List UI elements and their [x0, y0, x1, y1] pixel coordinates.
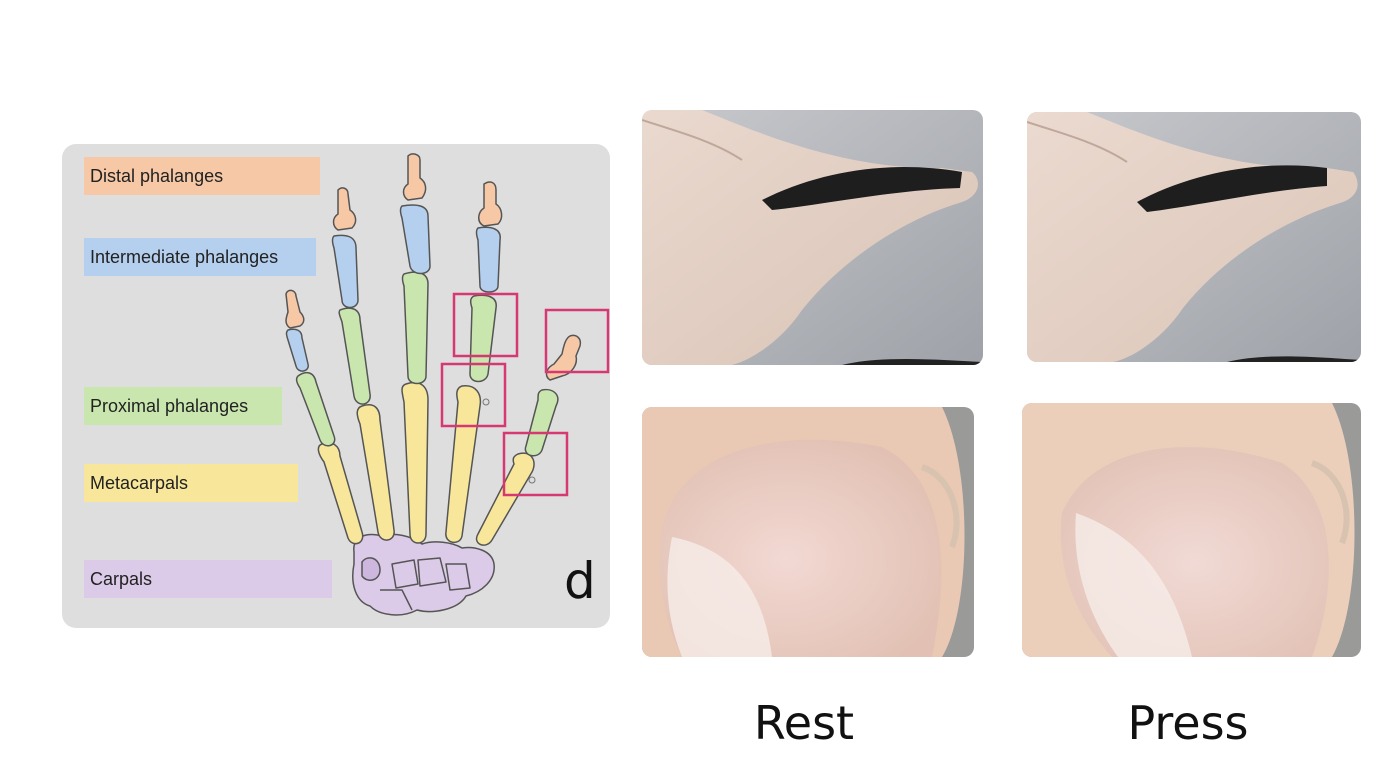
intermediate-phalanges [285, 204, 501, 372]
legend-carpals: Carpals [84, 560, 332, 598]
photo-rest-fingernail [642, 407, 974, 657]
highlight-box-index-proximal [452, 292, 519, 358]
hand-skeleton-illustration [285, 153, 610, 616]
caption-rest: Rest [753, 696, 855, 750]
panel-label: d [564, 552, 596, 610]
legend-intermediate-phalanges: Intermediate phalanges [84, 238, 316, 276]
metacarpal-bones [317, 381, 535, 546]
photo-press-fingernail [1022, 403, 1361, 657]
highlight-boxes [440, 292, 610, 497]
hand-bones-diagram: Distal phalanges Intermediate phalanges … [62, 144, 610, 628]
highlight-box-thumb-tip [544, 308, 610, 374]
highlight-box-thumb-mcp [502, 431, 569, 497]
photo-rest-hand-side [642, 110, 983, 365]
distal-phalanges [285, 153, 582, 381]
carpal-bones [352, 533, 495, 616]
legend-distal-phalanges: Distal phalanges [84, 157, 320, 195]
photo-press-hand-side [1027, 112, 1361, 362]
caption-press: Press [1127, 696, 1249, 750]
legend-proximal-phalanges: Proximal phalanges [84, 387, 282, 425]
highlight-box-index-mcp [440, 362, 507, 428]
legend-metacarpals: Metacarpals [84, 464, 298, 502]
proximal-phalanges [295, 271, 559, 457]
